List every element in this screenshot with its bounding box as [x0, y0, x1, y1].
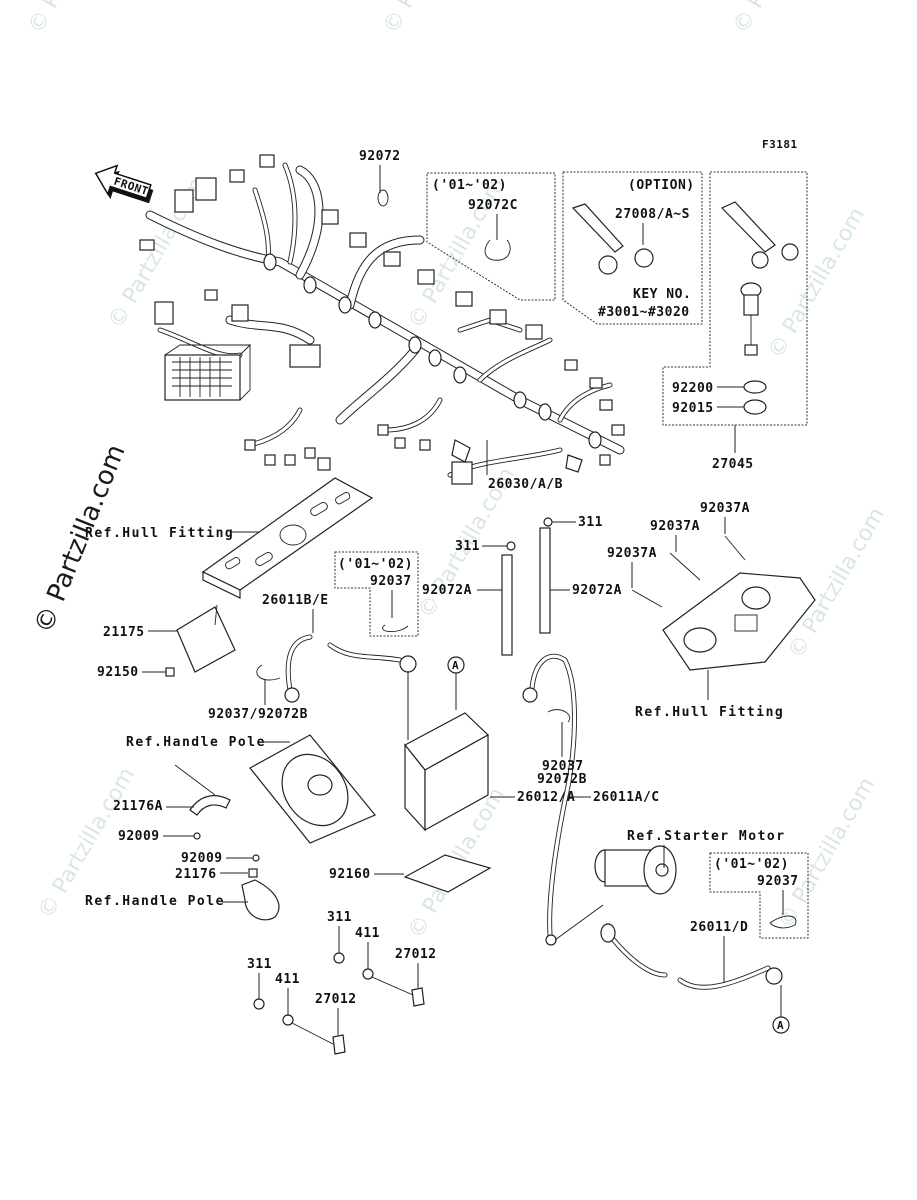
label-92009-b: 92009	[181, 851, 223, 866]
label-21176a: 21176A	[113, 799, 163, 814]
label-26011d: 26011/D	[690, 920, 748, 935]
label-92037-mid-box: 92037	[370, 574, 412, 589]
wiring-harness	[139, 154, 625, 485]
label-311-strap-left: 311	[455, 539, 480, 554]
clip-92072c	[484, 239, 511, 261]
cable-26011be	[285, 634, 403, 693]
label-92037a-1: 92037A	[607, 546, 657, 561]
seal-92015	[743, 399, 767, 415]
clip	[256, 664, 281, 681]
label-92037a-3: 92037A	[700, 501, 750, 516]
label-92037-bottom-box: 92037	[757, 874, 799, 889]
box-0102-92037-mid: ('01~'02) 92037	[334, 551, 419, 637]
years-label: ('01~'02)	[432, 178, 507, 193]
ref-handle-pole-bottom: Ref.Handle Pole	[85, 894, 225, 909]
label-27012-b: 27012	[315, 992, 357, 1007]
hull-fitting-cover	[662, 572, 816, 671]
label-26011ac: 26011A/C	[593, 790, 660, 805]
battery-tray-92160	[403, 854, 492, 893]
key-no-label: KEY NO.	[633, 287, 691, 302]
part-21175	[176, 604, 236, 673]
ref-hull-fitting-left: Ref.Hull Fitting	[85, 526, 234, 541]
label-27045: 27045	[712, 457, 754, 472]
label-411-b: 411	[275, 972, 300, 987]
years-label: ('01~'02)	[714, 857, 789, 872]
label-27008: 27008/A~S	[615, 207, 690, 222]
option-label: (OPTION)	[628, 178, 695, 193]
label-92072a-right: 92072A	[572, 583, 622, 598]
battery-26012	[404, 712, 490, 832]
label-21175: 21175	[103, 625, 145, 640]
strap-92072a-left	[501, 554, 513, 656]
callout-a-label: A	[452, 659, 459, 672]
label-92200: 92200	[672, 381, 714, 396]
label-92160: 92160	[329, 867, 371, 882]
label-26030: 26030/A/B	[488, 477, 563, 492]
label-92009-a: 92009	[118, 829, 160, 844]
label-311-b: 311	[247, 957, 272, 972]
watermark: © Partzilla.com	[764, 203, 871, 363]
label-26012: 26012/A	[517, 790, 575, 805]
key-range-label: #3001~#3020	[598, 305, 690, 320]
bracket-21176a	[189, 795, 231, 816]
clip-92072	[377, 189, 389, 207]
watermark: © Pa	[729, 0, 778, 38]
label-92015: 92015	[672, 401, 714, 416]
label-92037-92072b: 92037/92072B	[208, 707, 308, 722]
label-311-a: 311	[327, 910, 352, 925]
label-92150: 92150	[97, 665, 139, 680]
label-92072: 92072	[359, 149, 401, 164]
label-92037-mid: 92037	[542, 759, 584, 774]
strap-92072a-right	[539, 527, 551, 634]
box-0102-92072c: ('01~'02) 92072C	[426, 172, 556, 301]
box-0102-92037-bottom: ('01~'02) 92037	[709, 852, 809, 939]
label-92072c: 92072C	[468, 198, 518, 213]
label-311-strap-right: 311	[578, 515, 603, 530]
box-switch-assy: 92200 92015 27045	[662, 171, 808, 472]
clip	[547, 709, 571, 723]
label-92072a-left: 92072A	[422, 583, 472, 598]
label-92072b-mid: 92072B	[537, 772, 587, 787]
label-411-a: 411	[355, 926, 380, 941]
callout-a-label: A	[777, 1019, 784, 1032]
key-lanyard-icon	[571, 203, 624, 253]
watermark: © Pa	[379, 0, 428, 38]
years-label: ('01~'02)	[338, 557, 413, 572]
label-26011be: 26011B/E	[262, 593, 329, 608]
starter-motor	[594, 845, 677, 895]
screw-92150	[165, 667, 175, 677]
label-92037a-2: 92037A	[650, 519, 700, 534]
watermark: © Partzilla.com	[774, 773, 881, 933]
box-option-key: (OPTION) 27008/A~S KEY NO. #3001~#3020	[562, 171, 703, 325]
ref-handle-pole-top: Ref.Handle Pole	[126, 735, 266, 750]
bracket-21176	[241, 879, 280, 921]
ref-starter-motor: Ref.Starter Motor	[627, 829, 786, 844]
watermark: © Pa	[24, 0, 73, 38]
figure-code: F3181	[762, 138, 798, 151]
hull-fitting-plate	[201, 477, 374, 599]
front-arrow-icon: FRONT	[94, 164, 154, 204]
ring-92200	[743, 380, 767, 394]
key-lanyard-icon	[720, 201, 776, 253]
ref-hull-fitting-right: Ref.Hull Fitting	[635, 705, 784, 720]
label-27012-a: 27012	[395, 947, 437, 962]
label-21176: 21176	[175, 867, 217, 882]
handle-pole-plate	[249, 734, 376, 844]
